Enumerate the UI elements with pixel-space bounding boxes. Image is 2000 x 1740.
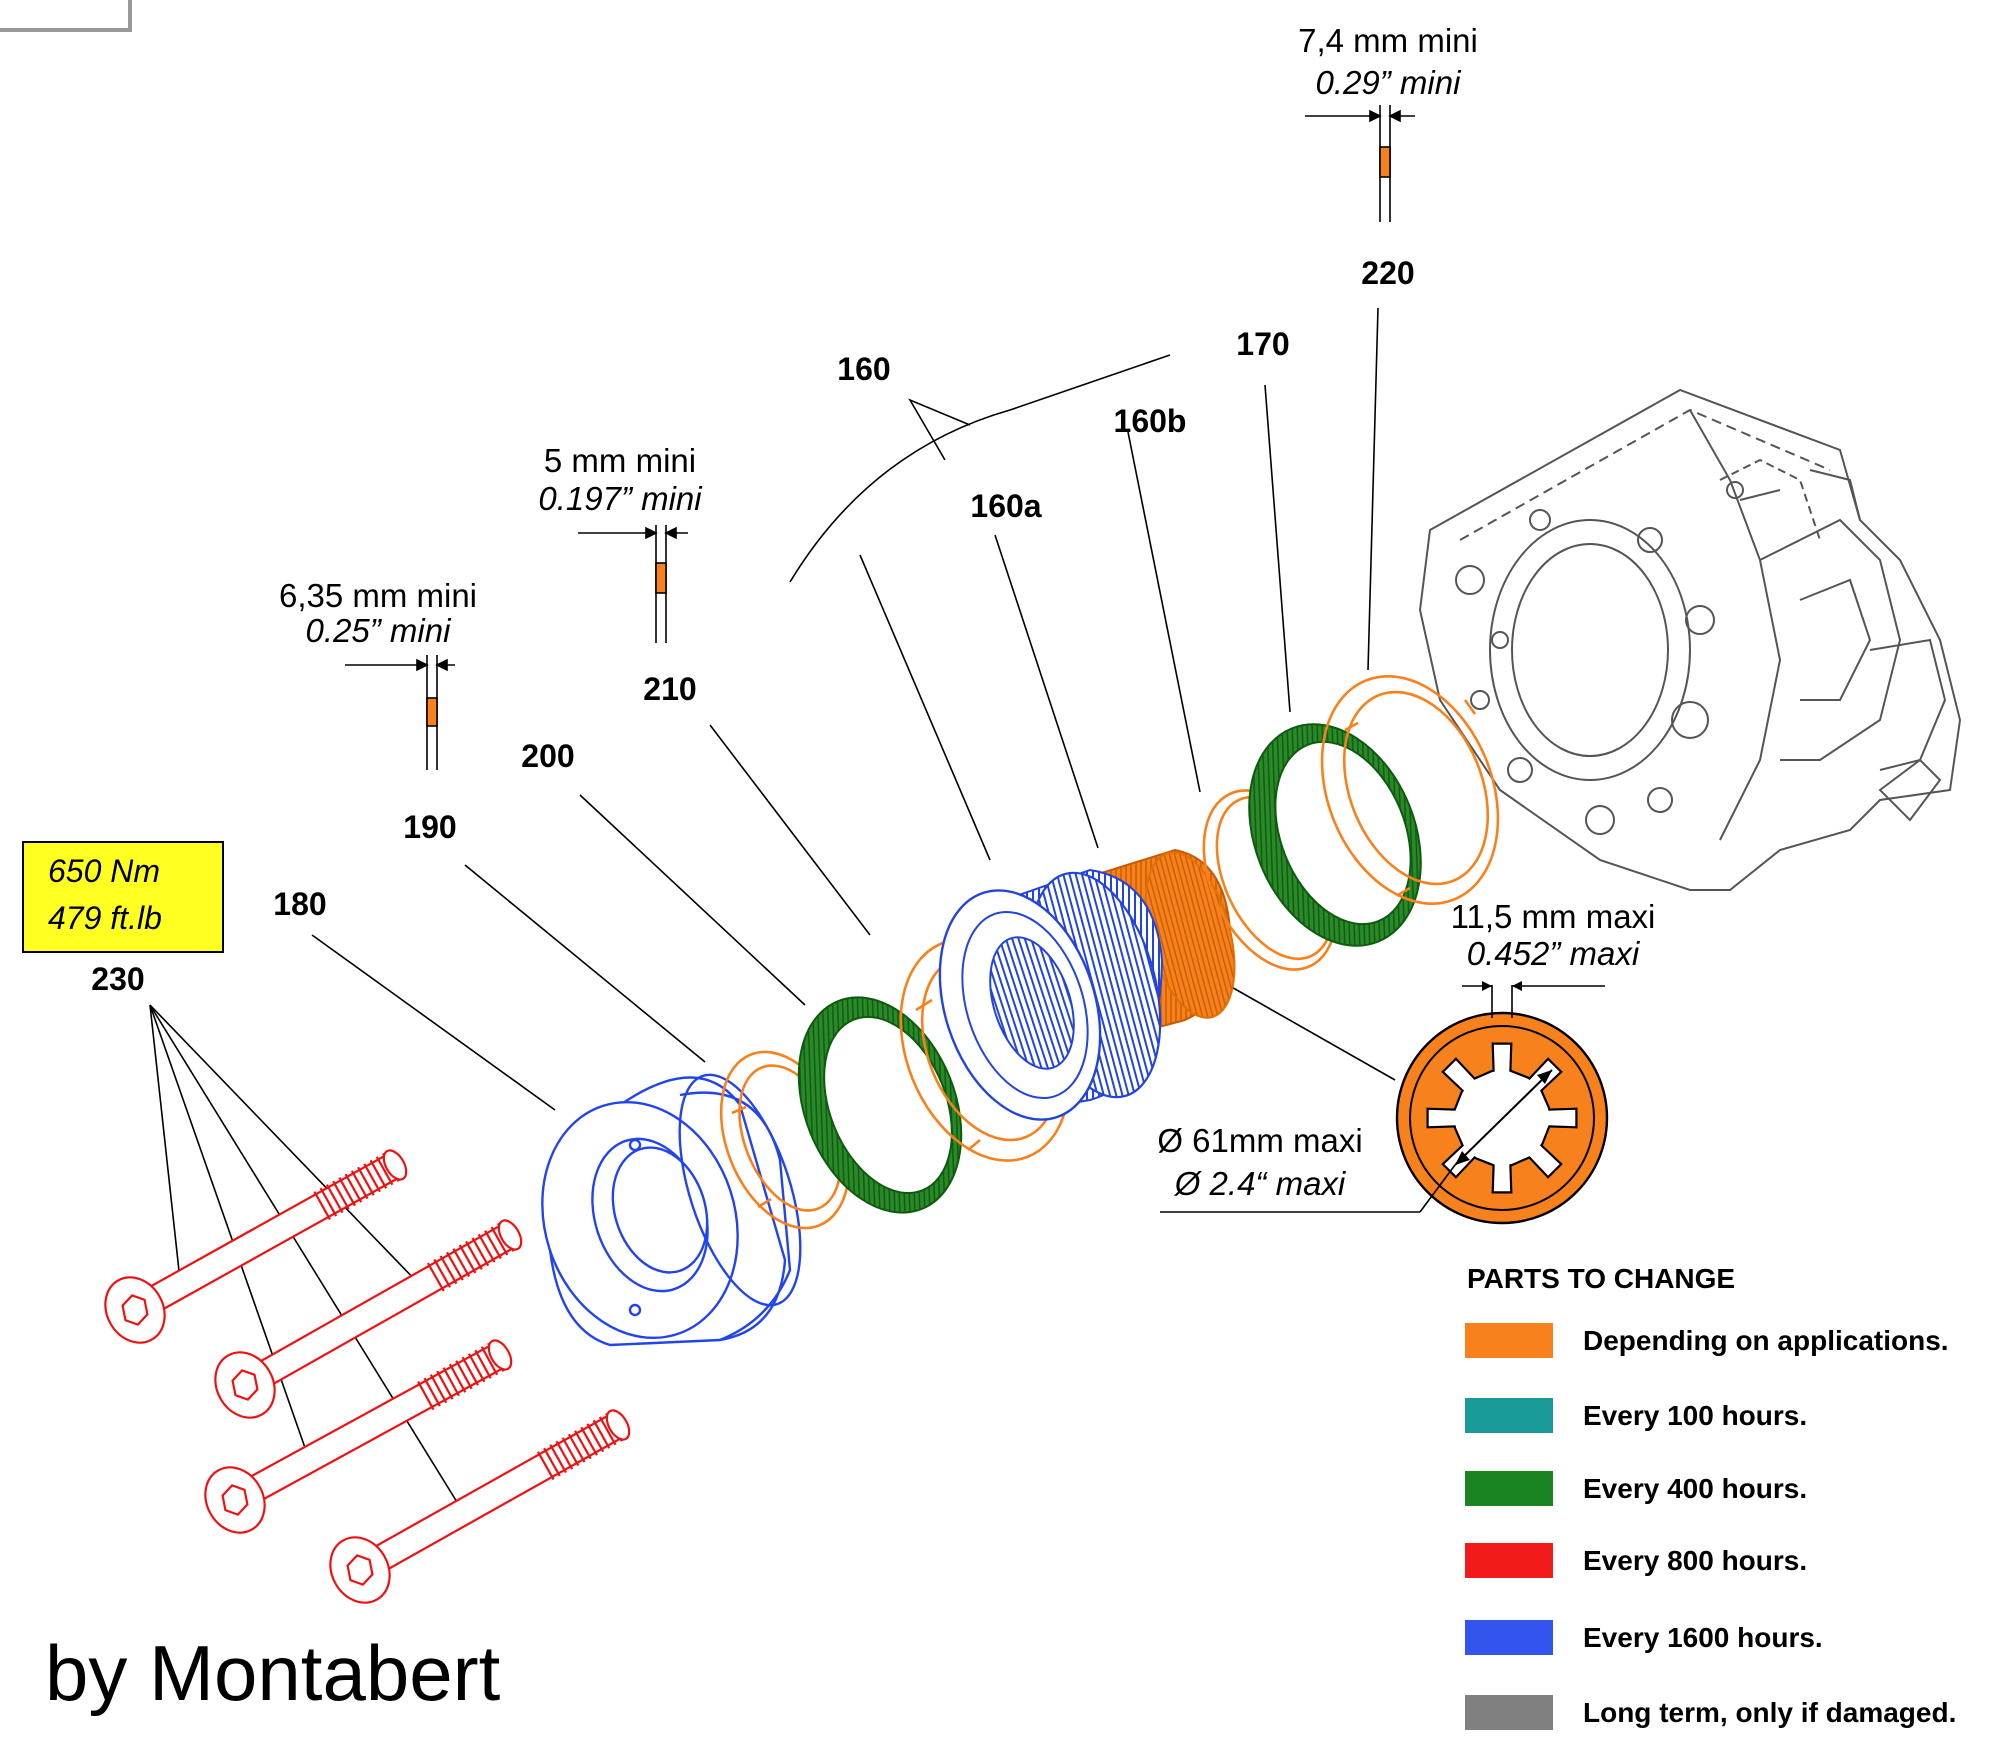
legend-label-2: Every 400 hours. [1583,1473,1807,1504]
callout-160a: 160a [970,488,1041,524]
callout-190: 190 [403,809,456,845]
callout-160b: 160b [1114,403,1187,439]
dim-key-in: 0.452” maxi [1467,935,1641,972]
legend-label-3: Every 800 hours. [1583,1545,1807,1576]
callout-160: 160 [837,351,890,387]
section-view-spline [1160,981,1609,1225]
bolts-group [104,1149,631,1604]
dim-220-in: 0.29” mini [1316,64,1463,101]
legend-swatch-0 [1465,1323,1553,1358]
callout-200: 200 [521,738,574,774]
dim-210-mm: 5 mm mini [544,442,696,479]
part-200-bearing [797,996,963,1214]
dim-bore-in: Ø 2.4“ maxi [1174,1165,1347,1202]
callout-180: 180 [273,886,326,922]
legend: PARTS TO CHANGE Depending on application… [1465,1263,1956,1730]
legend-swatch-4 [1465,1620,1553,1655]
bolt-230-3 [204,1339,513,1534]
dim-key-mm: 11,5 mm maxi [1451,898,1656,935]
dim-220-mm: 7,4 mm mini [1298,22,1478,59]
dim-icon-220 [1305,105,1415,222]
torque-nm: 650 Nm [48,853,160,889]
dim-190-mm: 6,35 mm mini [279,577,477,614]
callout-210: 210 [643,671,696,707]
bolt-230-2 [214,1219,523,1419]
callout-170: 170 [1236,326,1289,362]
part-220-ring [1320,675,1500,905]
legend-swatch-3 [1465,1543,1553,1578]
callout-220: 220 [1361,255,1414,291]
legend-label-1: Every 100 hours. [1583,1400,1807,1431]
torque-box [22,841,224,953]
bolt-230-4 [329,1409,631,1604]
legend-label-5: Long term, only if damaged. [1583,1697,1956,1728]
housing-outline [1418,388,1962,891]
dim-210-in: 0.197” mini [538,480,703,517]
credit-text: by Montabert [45,1629,501,1717]
legend-label-0: Depending on applications. [1583,1325,1949,1356]
torque-ftlb: 479 ft.lb [48,900,162,936]
part-180-washer [541,1073,802,1347]
corner-frame-remnant [0,0,132,32]
legend-title: PARTS TO CHANGE [1467,1263,1735,1294]
dim-icon-190 [345,655,455,770]
part-160-gear-assembly [938,848,1236,1121]
dim-icon-210 [578,525,688,643]
leader-lines [149,307,1396,1516]
part-170-bearing [1248,723,1422,947]
legend-label-4: Every 1600 hours. [1583,1622,1823,1653]
dim-bore-mm: Ø 61mm maxi [1157,1122,1362,1159]
bolt-230-1 [104,1149,408,1344]
legend-swatch-1 [1465,1398,1553,1433]
legend-swatch-2 [1465,1471,1553,1506]
legend-swatch-5 [1465,1695,1553,1730]
dim-190-in: 0.25” mini [306,612,453,649]
callout-230: 230 [91,961,144,997]
